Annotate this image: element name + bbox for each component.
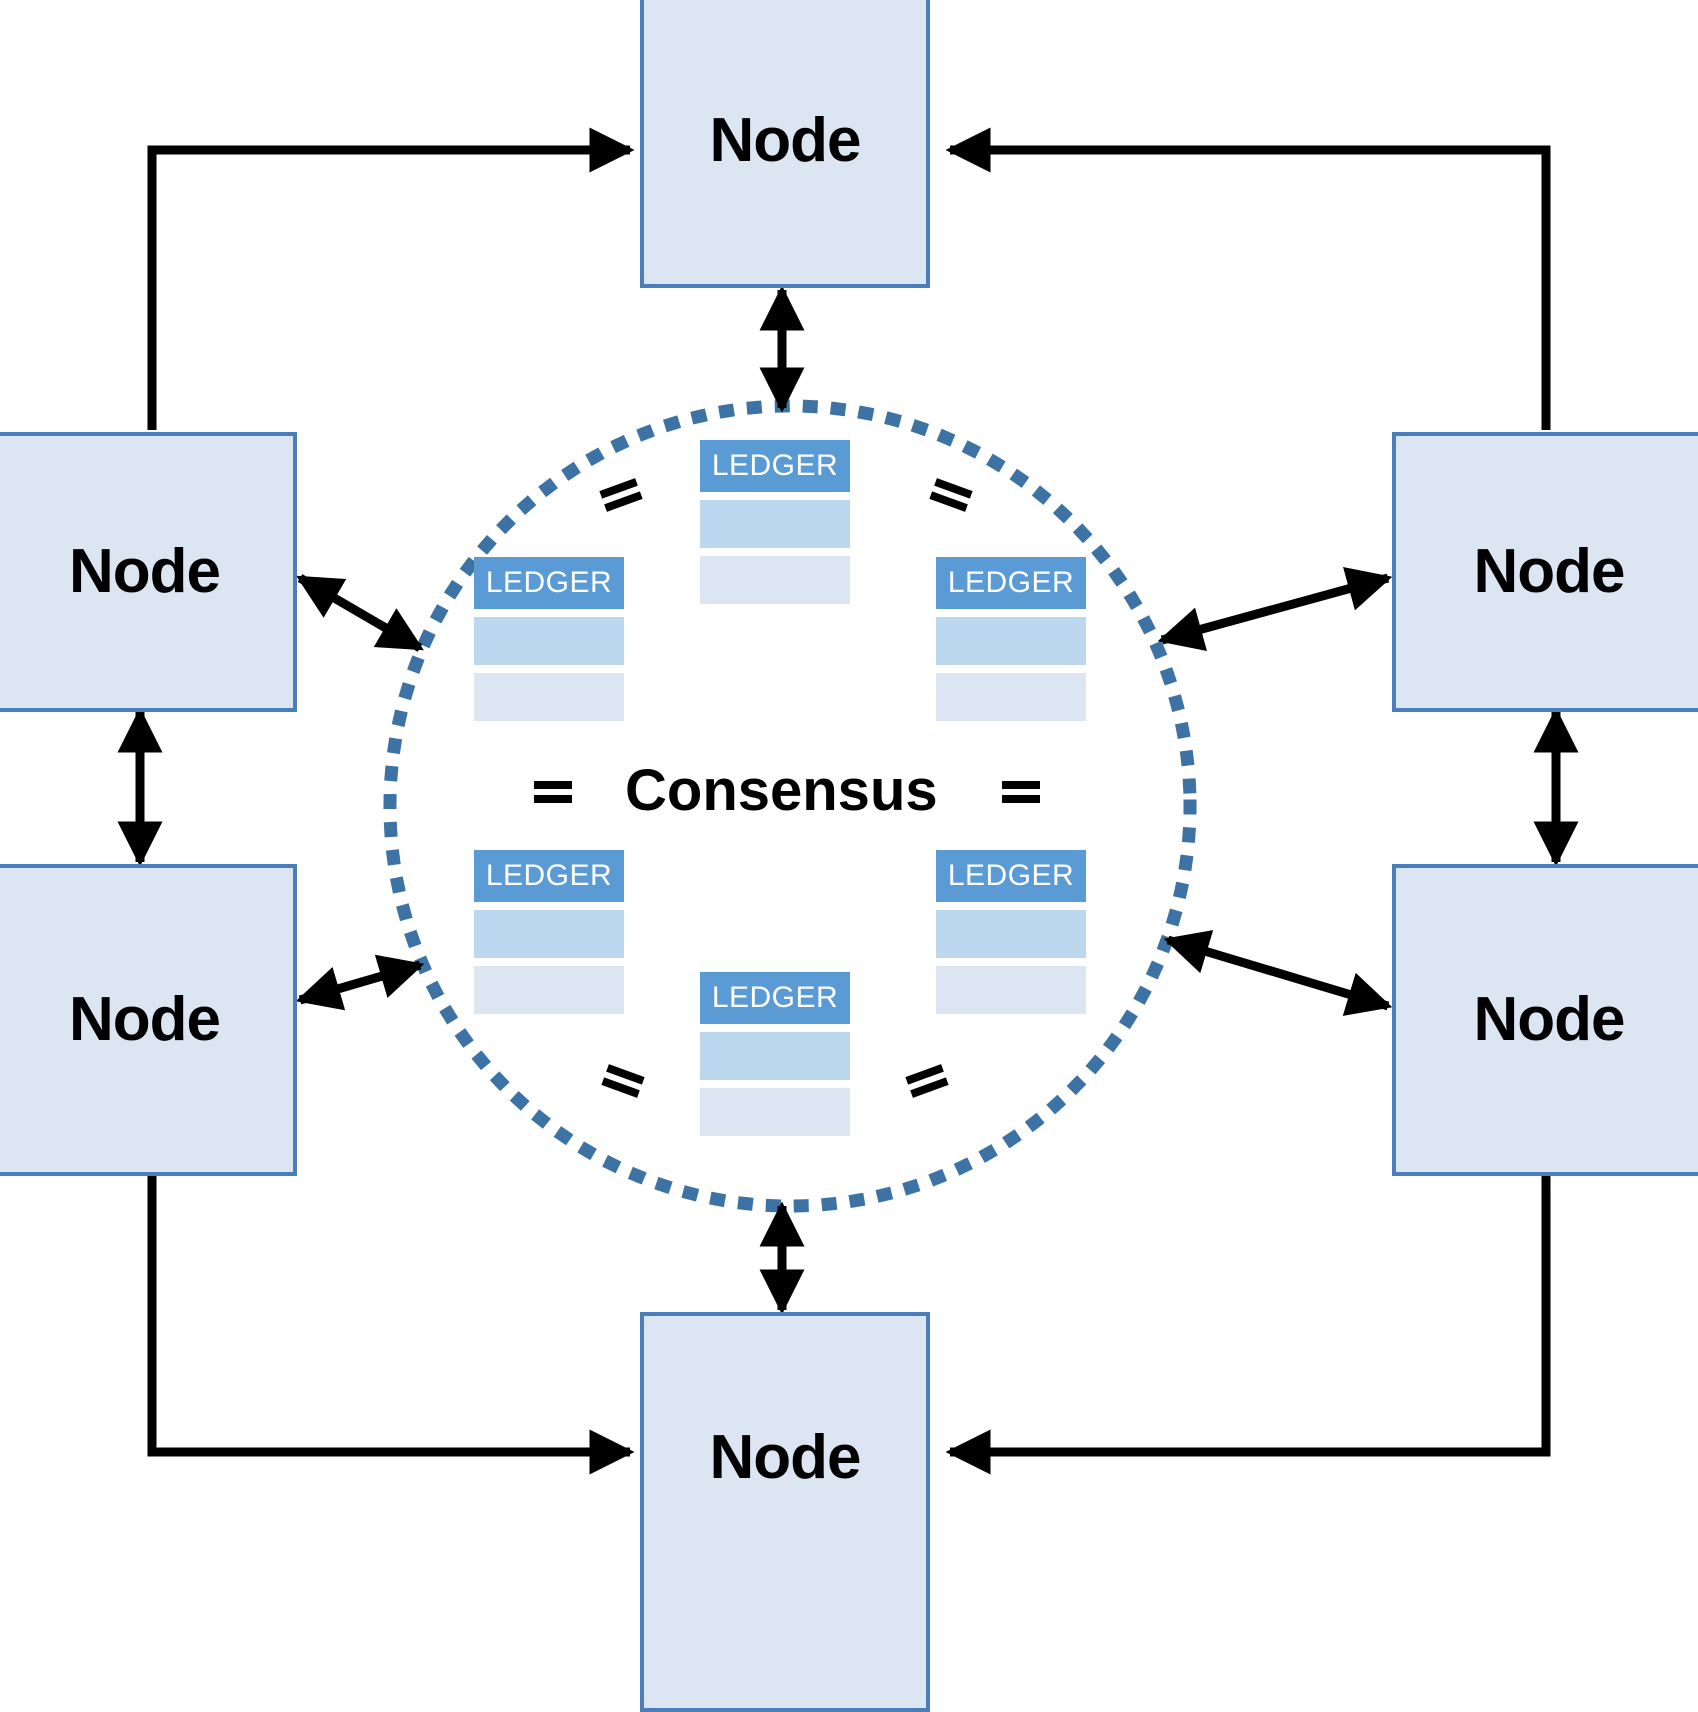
ledger-lower-right-row-1: [936, 910, 1086, 958]
ledger-lower-right-header: LEDGER: [936, 850, 1086, 902]
ledger-bottom-header: LEDGER: [700, 972, 850, 1024]
ledger-upper-right: LEDGER: [936, 557, 1086, 721]
node-top[interactable]: Node: [640, 0, 930, 288]
node-right-upper[interactable]: Node: [1392, 432, 1698, 712]
node-right-lower[interactable]: Node: [1392, 864, 1698, 1176]
ledger-bottom: LEDGER: [700, 972, 850, 1136]
conn-right-upper-to-top: [945, 127, 1551, 430]
conn-left-upper-to-top: [147, 127, 635, 430]
ledger-lower-right: LEDGER: [936, 850, 1086, 1014]
node-left-lower[interactable]: Node: [0, 864, 297, 1176]
ledger-top: LEDGER: [700, 440, 850, 604]
node-top-label: Node: [709, 106, 862, 175]
conn-circle-to-right-lower: [1163, 930, 1393, 1016]
ledger-lower-left-header: LEDGER: [474, 850, 624, 902]
ledger-top-row-2: [700, 556, 850, 604]
ledger-upper-left-header: LEDGER: [474, 557, 624, 609]
conn-left-lower-to-bottom: [147, 1176, 635, 1475]
node-right-upper-label: Node: [1473, 537, 1626, 606]
ledger-lower-left: LEDGER: [474, 850, 624, 1014]
ledger-top-row-1: [700, 500, 850, 548]
ledger-bottom-row-1: [700, 1032, 850, 1080]
node-left-upper-label: Node: [69, 537, 221, 606]
ledger-upper-left-row-2: [474, 673, 624, 721]
consensus-label: Consensus: [625, 758, 938, 823]
ledger-upper-left-row-1: [474, 617, 624, 665]
node-right-lower-label: Node: [1473, 985, 1626, 1054]
node-left-upper[interactable]: Node: [0, 432, 297, 712]
ledger-upper-right-header: LEDGER: [936, 557, 1086, 609]
ledger-bottom-row-2: [700, 1088, 850, 1136]
node-left-lower-label: Node: [69, 985, 221, 1054]
ledger-top-header: LEDGER: [700, 440, 850, 492]
node-bottom[interactable]: Node: [640, 1312, 930, 1712]
node-bottom-label: Node: [709, 1423, 862, 1492]
ledger-lower-left-row-1: [474, 910, 624, 958]
ledger-upper-left: LEDGER: [474, 557, 624, 721]
eq-mid-right-icon: [1002, 775, 1040, 809]
eq-mid-left-icon: [534, 775, 572, 809]
ledger-lower-right-row-2: [936, 966, 1086, 1014]
conn-circle-to-left-lower: [295, 954, 425, 1011]
ledger-upper-right-row-2: [936, 673, 1086, 721]
conn-right-lower-to-bottom: [945, 1176, 1551, 1475]
conn-circle-to-right-upper: [1157, 567, 1393, 651]
ledger-lower-left-row-2: [474, 966, 624, 1014]
ledger-upper-right-row-1: [936, 617, 1086, 665]
conn-circle-to-left-upper: [296, 574, 424, 652]
